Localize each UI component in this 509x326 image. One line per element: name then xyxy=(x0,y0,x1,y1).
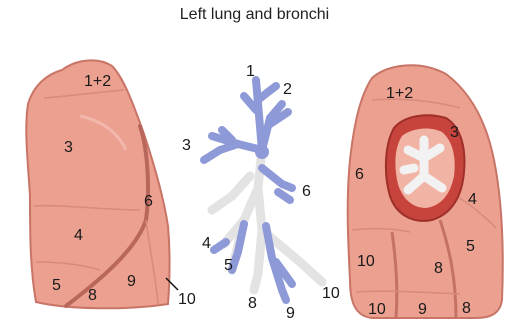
bronchus-label-5: 5 xyxy=(224,257,233,274)
bronchus-label-2: 2 xyxy=(283,81,292,98)
bronchus-label-10: 10 xyxy=(322,285,340,302)
medial-label-5: 5 xyxy=(466,238,475,255)
medial-label-4: 4 xyxy=(468,191,477,208)
bronchus-label-3: 3 xyxy=(182,137,191,154)
bronchus-label-4: 4 xyxy=(202,235,211,252)
lateral-label-10: 10 xyxy=(178,291,196,308)
medial-label-1-2: 1+2 xyxy=(386,85,413,102)
medial-label-6: 6 xyxy=(355,166,364,183)
lateral-label-5: 5 xyxy=(52,277,61,294)
medial-label-8b: 8 xyxy=(462,300,471,317)
lateral-label-8: 8 xyxy=(88,287,97,304)
medial-label-3: 3 xyxy=(450,124,459,141)
lateral-label-4: 4 xyxy=(74,227,83,244)
medial-label-9: 9 xyxy=(418,301,427,318)
lateral-label-1-2: 1+2 xyxy=(84,73,111,90)
bronchus-label-9: 9 xyxy=(286,305,295,322)
bronchus-label-1: 1 xyxy=(246,63,255,80)
bronchus-label-6: 6 xyxy=(302,183,311,200)
lateral-label-3: 3 xyxy=(64,139,73,156)
bronchus-blue-branches xyxy=(204,80,292,300)
carina-node xyxy=(255,145,269,159)
medial-lung-view: 1+2 3 6 4 10 8 5 10 9 8 xyxy=(348,65,503,318)
medial-label-8a: 8 xyxy=(434,260,443,277)
bronchus-label-8: 8 xyxy=(248,295,257,312)
medial-label-10a: 10 xyxy=(357,253,375,270)
lateral-label-9: 9 xyxy=(127,273,136,290)
medial-label-10b: 10 xyxy=(368,301,386,318)
bronchial-tree: 1 2 3 6 4 5 8 9 10 xyxy=(182,63,340,322)
lateral-label-6: 6 xyxy=(144,193,153,210)
lateral-lung-view: 1+2 3 6 4 5 8 9 10 xyxy=(26,60,196,308)
